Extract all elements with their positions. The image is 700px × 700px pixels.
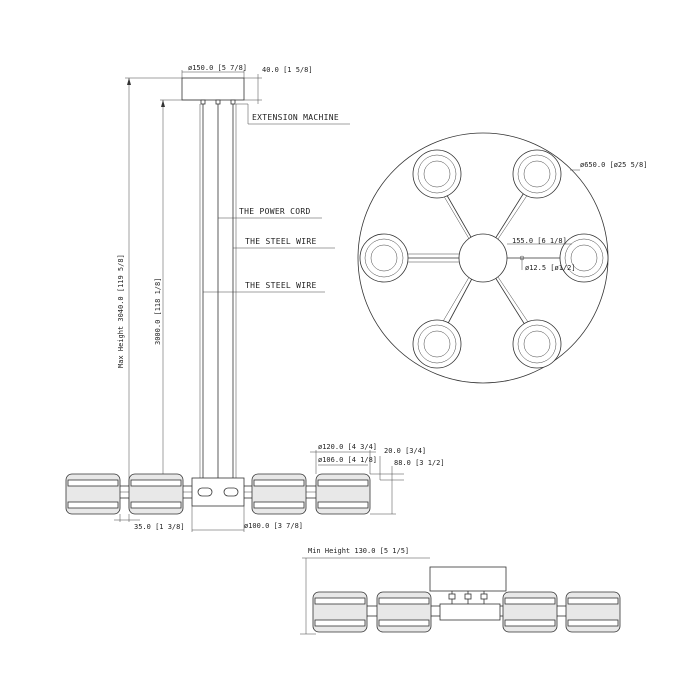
top-lamp-6 [512,319,562,369]
min-shade-1 [312,591,368,633]
shade-outer-diameter-dim: ø120.0 [4 3/4] [318,443,377,451]
shade-3 [251,473,307,515]
shade-rim-dim: 20.0 [3/4] [384,447,426,455]
canopy [181,77,245,101]
overall-diameter-dim: ø650.0 [ø25 5/8] [580,161,647,169]
shade-1 [65,473,121,515]
arm-tube-dim: ø12.5 [ø1/2] [525,264,576,272]
label-steel-wire-1: THE STEEL WIRE [245,237,317,246]
wire-length-dim: 3000.0 [118 1/8] [154,278,162,345]
top-view: ø650.0 [ø25 5/8] 155.0 [6 1/8] ø12.5 [ø1… [357,132,647,384]
top-lamp-2 [512,149,562,199]
shade-4 [315,473,371,515]
arm-gap-dim: 35.0 [1 3/8] [134,523,185,531]
top-lamp-4 [559,233,609,283]
canopy-height-dim: 40.0 [1 5/8] [262,66,313,74]
min-shade-3 [502,591,558,633]
top-center-hub [458,233,508,283]
canopy-diameter-dim: ø150.0 [5 7/8] [188,64,247,72]
min-height-view: Min Height 130.0 [5 1/5] [300,547,621,635]
top-lamp-3 [359,233,409,283]
max-height-dim: Max Height 3040.0 [119 5/8] [117,254,125,368]
label-extension-machine: EXTENSION MACHINE [252,113,339,122]
front-view: ø150.0 [5 7/8] 40.0 [1 5/8] EXTENSION MA… [65,64,445,532]
hub-diameter-dim: ø100.0 [3 7/8] [244,522,303,530]
top-lamp-1 [412,149,462,199]
label-power-cord: THE POWER CORD [239,207,311,216]
shade-2 [128,473,184,515]
min-shade-2 [376,591,432,633]
min-height-dim: Min Height 130.0 [5 1/5] [308,547,409,555]
label-steel-wire-2: THE STEEL WIRE [245,281,317,290]
shade-inner-diameter-dim: ø106.0 [4 1/8] [318,456,377,464]
min-canopy [429,566,507,592]
center-hub-dim: 155.0 [6 1/8] [512,237,567,245]
min-shade-4 [565,591,621,633]
shade-height-dim: 88.0 [3 1/2] [394,459,445,467]
top-lamp-5 [412,319,462,369]
